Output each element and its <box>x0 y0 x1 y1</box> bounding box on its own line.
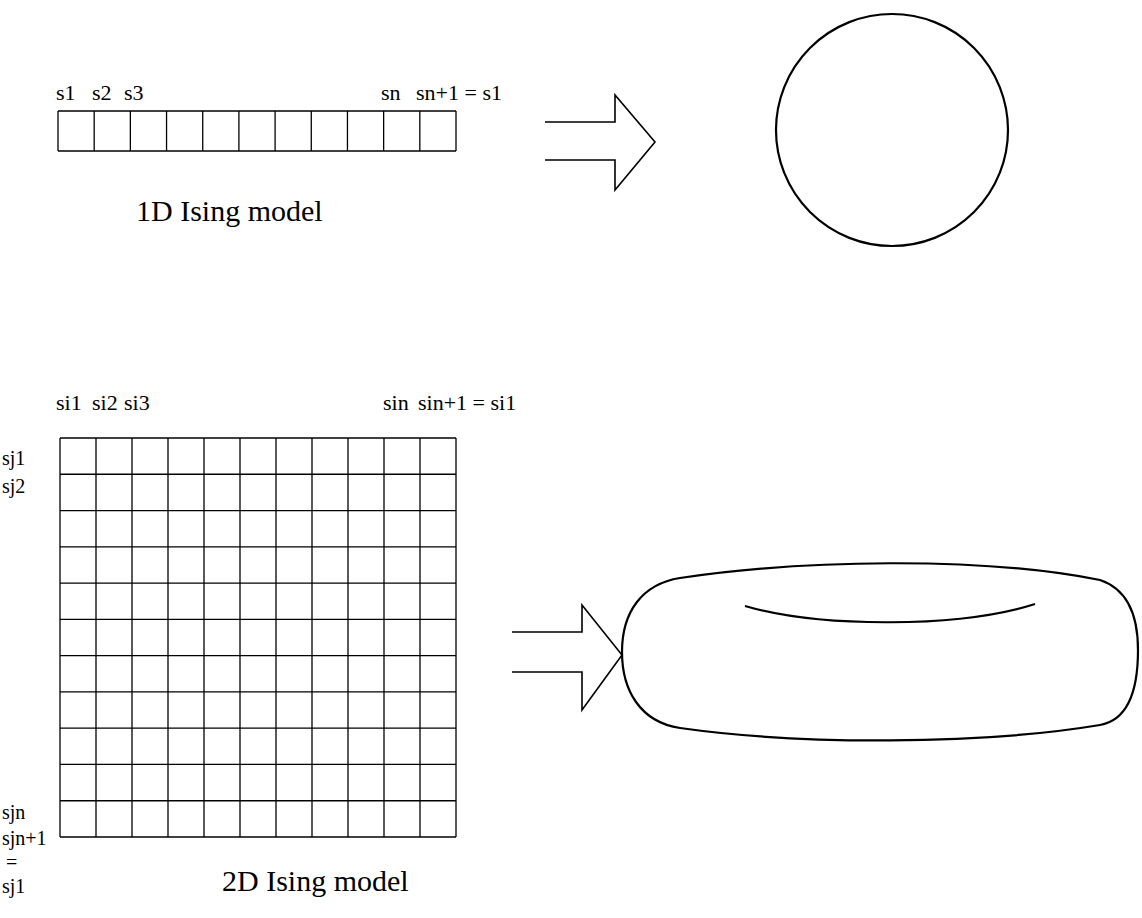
spin-label: s3 <box>124 82 144 104</box>
cell-line <box>60 546 456 547</box>
spin-label: sin+1 = si1 <box>418 392 516 414</box>
cell-line <box>275 438 276 837</box>
cell-line <box>347 111 348 151</box>
block-arrow <box>512 605 622 710</box>
cell-line <box>238 111 239 151</box>
spin-label: sj1 <box>2 876 25 896</box>
cell-line <box>60 510 456 511</box>
cell-line <box>94 111 95 151</box>
cell-line <box>166 111 167 151</box>
cell-line <box>60 437 456 438</box>
spin-lattice <box>60 438 456 837</box>
cell-line <box>383 438 384 837</box>
cell-line <box>419 111 420 151</box>
cell-line <box>130 111 131 151</box>
cell-line <box>58 110 456 111</box>
cell-line <box>131 438 132 837</box>
cell-line <box>239 438 240 837</box>
model-caption: 1D Ising model <box>136 196 323 226</box>
spin-label: = <box>6 852 17 872</box>
cell-line <box>167 438 168 837</box>
cell-line <box>455 438 456 837</box>
spin-label: si1 <box>56 392 82 414</box>
spin-label: sj2 <box>2 476 25 496</box>
cell-line <box>419 438 420 837</box>
spin-label: sjn+1 <box>2 828 47 848</box>
cell-line <box>311 438 312 837</box>
spin-label: sn+1 = s1 <box>416 82 502 104</box>
cell-line <box>58 150 456 151</box>
cell-line <box>60 619 456 620</box>
spin-label: si2 <box>92 392 118 414</box>
torus-hole <box>745 604 1035 622</box>
torus-outline <box>622 563 1138 740</box>
model-caption: 2D Ising model <box>222 866 409 896</box>
cell-line <box>455 111 456 151</box>
cell-line <box>347 438 348 837</box>
spin-label: sin <box>383 392 409 414</box>
cell-line <box>383 111 384 151</box>
spin-label: s2 <box>92 82 112 104</box>
ring <box>776 14 1008 246</box>
cell-line <box>60 655 456 656</box>
block-arrow <box>545 95 655 190</box>
cell-line <box>311 111 312 151</box>
cell-line <box>59 438 60 837</box>
spin-label: si3 <box>124 392 150 414</box>
spin-label: s1 <box>56 82 76 104</box>
cell-line <box>203 438 204 837</box>
cell-line <box>202 111 203 151</box>
spin-label: sjn <box>2 802 25 822</box>
cell-line <box>274 111 275 151</box>
cell-line <box>60 764 456 765</box>
spin-chain <box>58 111 456 151</box>
spin-label: sj1 <box>2 448 25 468</box>
spin-label: sn <box>381 82 401 104</box>
cell-line <box>60 728 456 729</box>
cell-line <box>57 111 58 151</box>
cell-line <box>95 438 96 837</box>
cell-line <box>60 582 456 583</box>
cell-line <box>60 691 456 692</box>
cell-line <box>60 474 456 475</box>
cell-line <box>60 836 456 837</box>
cell-line <box>60 800 456 801</box>
